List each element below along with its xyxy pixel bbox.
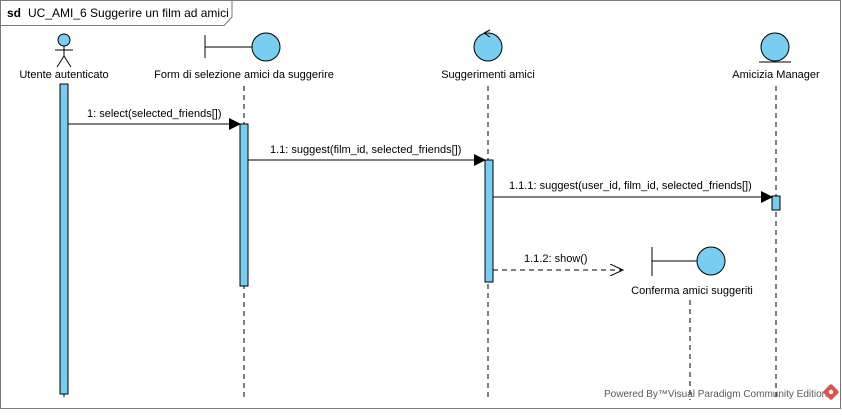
message-label: 1.1: suggest(film_id, selected_friends[]… [270,144,461,156]
watermark: Powered By™Visual Paradigm Community Edi… [604,384,839,400]
message-label: 1.1.1: suggest(user_id, film_id, selecte… [509,180,752,192]
message-1[interactable]: 1: select(selected_friends[]) [68,108,241,130]
lifeline-name: Utente autenticato [19,69,108,81]
activation-bar [59,83,69,395]
watermark-text: Powered By™Visual Paradigm Community Edi… [604,389,827,400]
frame-title: UC_AMI_6 Suggerire un film ad amici [28,6,229,20]
boundary-icon [204,32,281,62]
message-1-1-2[interactable]: 1.1.2: show() [493,253,623,270]
activation-bar [239,123,249,287]
lifeline-conf[interactable]: Conferma amici suggeriti [631,246,753,400]
control-icon [473,29,503,62]
lifeline-form[interactable]: Form di selezione amici da suggerire [154,32,334,400]
frame-keyword: sd [7,6,21,20]
entity-icon [759,32,791,63]
actor-icon [55,33,73,68]
lifeline-name: Suggerimenti amici [441,69,535,81]
lifeline-name: Amicizia Manager [732,69,820,81]
message-label: 1: select(selected_friends[]) [87,108,222,120]
lifeline-mgr[interactable]: Amicizia Manager [732,32,820,400]
activation-bar [771,195,781,211]
activation-bar [484,159,494,283]
message-1-1-1[interactable]: 1.1.1: suggest(user_id, film_id, selecte… [493,180,773,203]
boundary-icon [651,246,726,276]
message-label: 1.1.2: show() [524,253,588,265]
lifeline-user[interactable]: Utente autenticato [19,33,109,400]
frame-tab [0,0,233,26]
visual-paradigm-logo-icon [823,384,839,400]
message-1-1[interactable]: 1.1: suggest(film_id, selected_friends[]… [248,144,486,166]
lifeline-ctrl[interactable]: Suggerimenti amici [441,29,535,400]
lifeline-name: Conferma amici suggeriti [631,285,753,297]
lifeline-name: Form di selezione amici da suggerire [154,69,334,81]
